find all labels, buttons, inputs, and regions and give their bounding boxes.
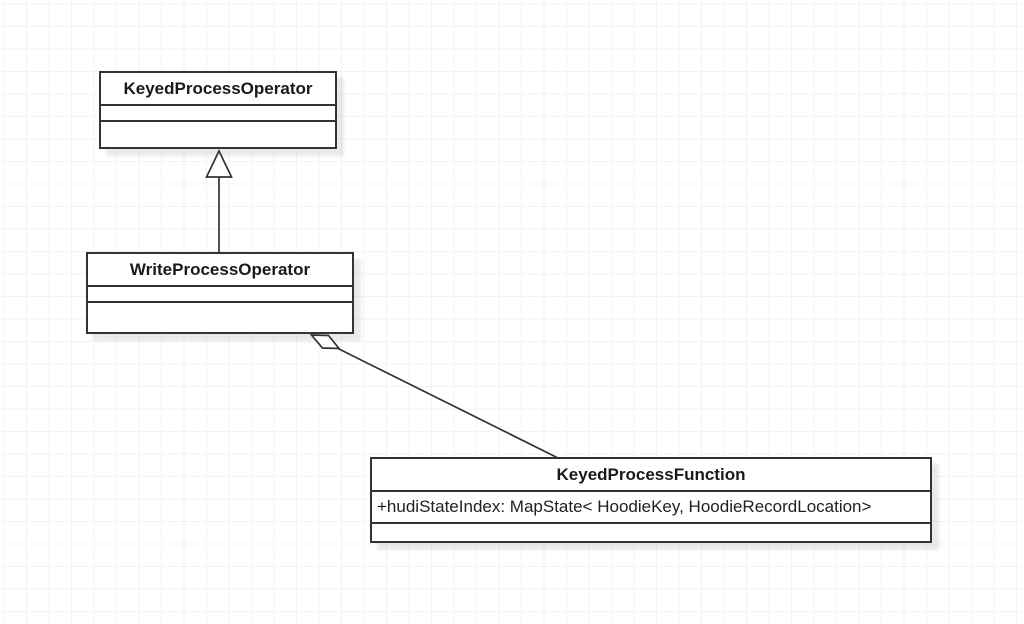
class-title: KeyedProcessFunction — [372, 459, 930, 492]
attributes-compartment — [88, 287, 352, 303]
attributes-compartment — [101, 106, 335, 122]
methods-compartment — [101, 122, 335, 147]
class-title: WriteProcessOperator — [88, 254, 352, 287]
class-keyed-process-operator: KeyedProcessOperator — [99, 71, 337, 149]
attribute-row: +hudiStateIndex: MapState< HoodieKey, Ho… — [372, 492, 930, 524]
methods-compartment — [88, 303, 352, 332]
aggregation-edge — [309, 334, 559, 459]
methods-compartment — [372, 524, 930, 541]
generalization-triangle-icon — [205, 149, 233, 178]
class-title: KeyedProcessOperator — [101, 73, 335, 106]
aggregation-diamond-icon — [309, 334, 341, 350]
generalization-edge — [205, 149, 233, 253]
class-keyed-process-function: KeyedProcessFunction +hudiStateIndex: Ma… — [370, 457, 932, 543]
class-write-process-operator: WriteProcessOperator — [86, 252, 354, 334]
